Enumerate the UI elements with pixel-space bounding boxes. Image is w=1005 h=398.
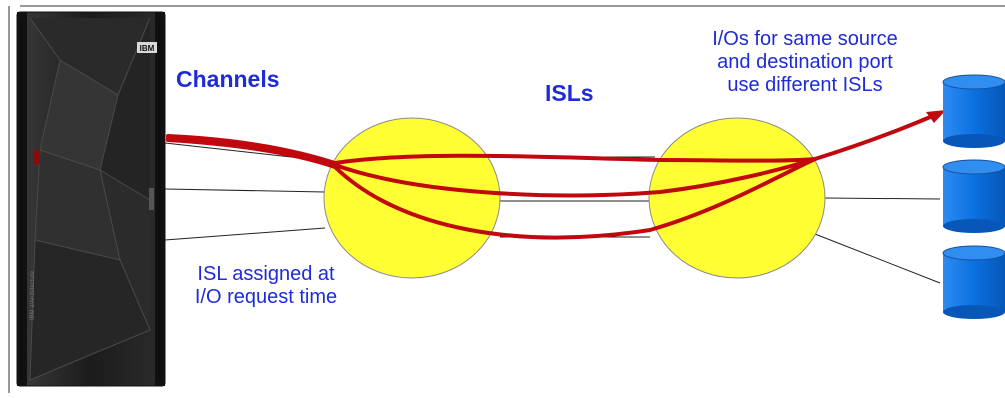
isl-assigned-note: ISL assigned at I/O request time — [156, 263, 376, 309]
ios-note: I/Os for same source and destination por… — [660, 28, 950, 97]
disk-top — [942, 74, 1005, 148]
server-side-text: IBM z/Architecture — [30, 270, 36, 320]
ios-note-line: I/Os for same source — [712, 28, 898, 50]
disk-middle — [942, 159, 1005, 233]
outer-frame — [8, 5, 1005, 393]
mainframe-server: IBM IBM z/Architecture — [16, 11, 166, 387]
switch-left — [323, 117, 501, 279]
ios-note-line: use different ISLs — [727, 74, 883, 96]
io-flow-paths — [166, 113, 937, 240]
isls-label: ISLs — [545, 80, 594, 106]
disk-bottom — [942, 245, 1005, 319]
ibm-logo: IBM — [140, 44, 155, 53]
assigned-note-line: I/O request time — [194, 286, 338, 308]
channels-label: Channels — [176, 66, 280, 92]
assigned-note-line: ISL assigned at — [197, 263, 335, 285]
flow-arrowhead — [926, 110, 946, 123]
ios-note-line: and destination port — [717, 51, 893, 73]
